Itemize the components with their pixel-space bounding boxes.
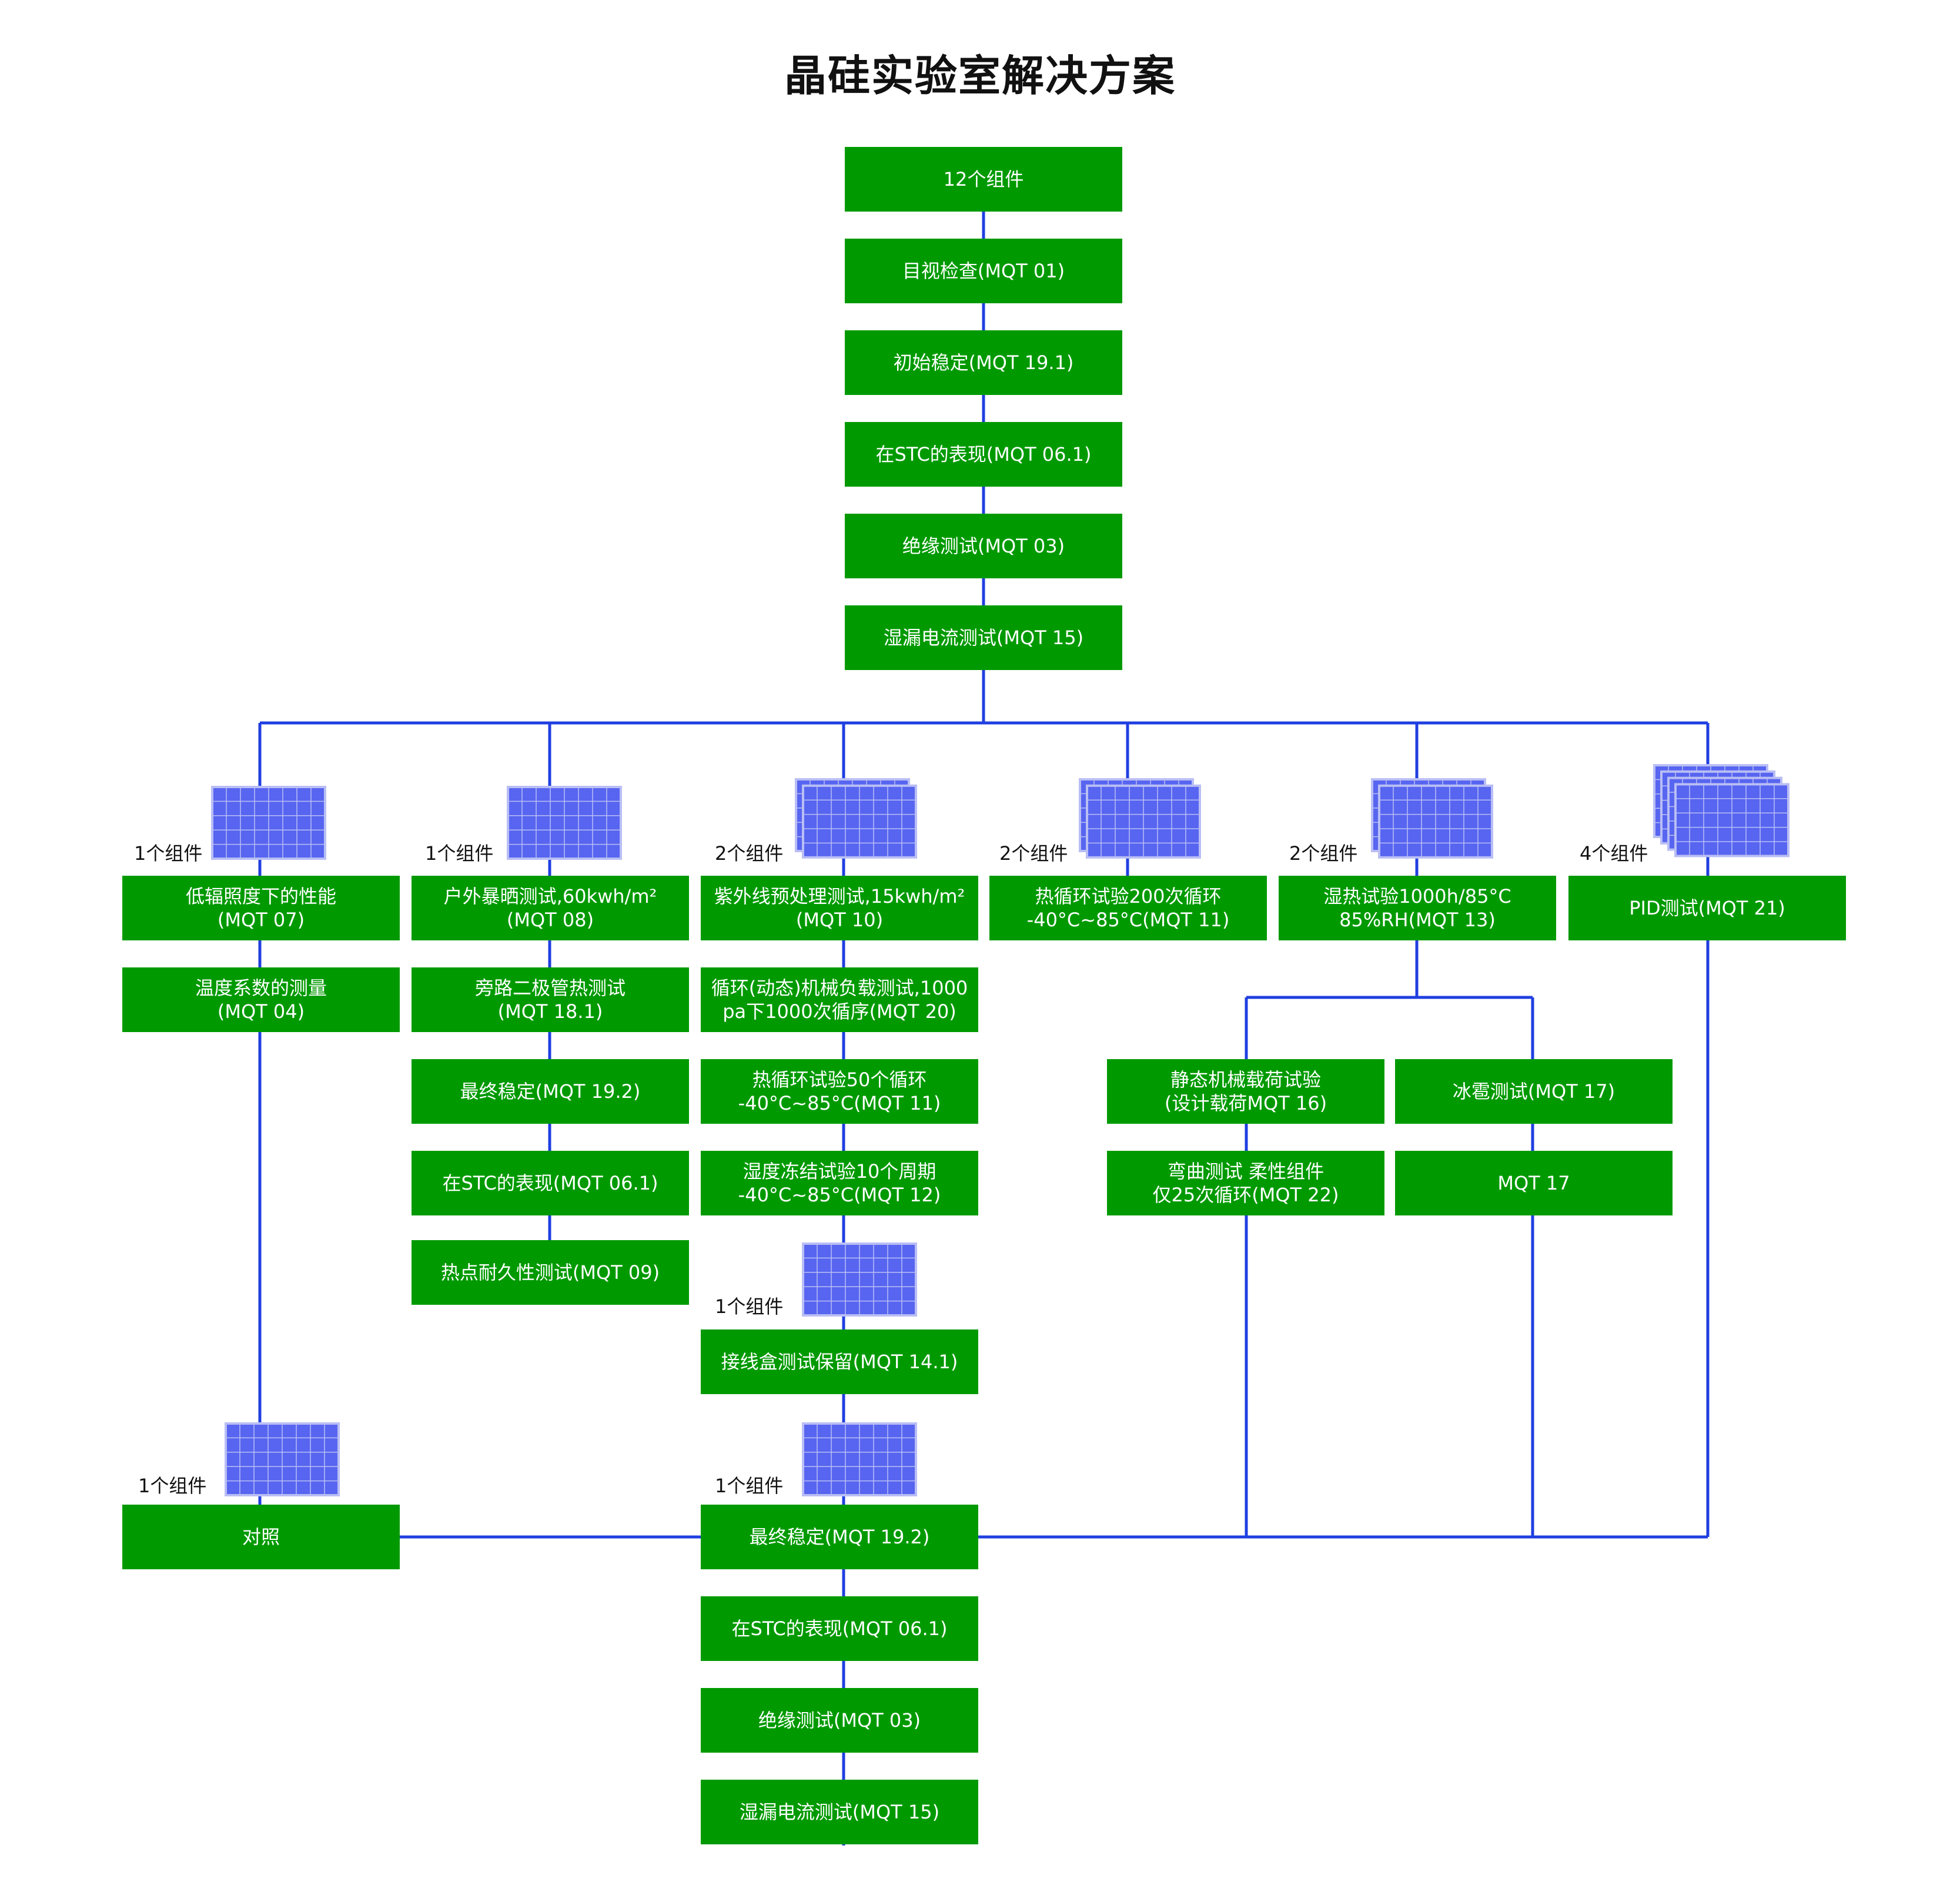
solar-panel-icon: [1371, 778, 1493, 859]
step-box: 低辐照度下的性能 (MQT 07): [122, 876, 400, 940]
module-count-label: 1个组件: [134, 842, 203, 865]
step-box: MQT 17: [1395, 1151, 1673, 1215]
step-box: 紫外线预处理测试,15kwh/m² (MQT 10): [701, 876, 978, 940]
solar-panel-icon: [1653, 764, 1790, 858]
step-box: 湿热试验1000h/85°C 85%RH(MQT 13): [1279, 876, 1556, 940]
solar-panel-icon: [795, 778, 917, 859]
page-title: 晶硅实验室解决方案: [784, 51, 1176, 101]
step-box: 绝缘测试(MQT 03): [845, 514, 1122, 578]
step-box: 最终稳定(MQT 19.2): [701, 1505, 978, 1569]
module-count-label: 1个组件: [715, 1295, 784, 1318]
module-count-label: 2个组件: [999, 842, 1068, 865]
solar-panel-icon: [211, 786, 326, 860]
module-count-label: 1个组件: [138, 1475, 207, 1497]
module-count-label: 2个组件: [1289, 842, 1358, 865]
step-box: 冰雹测试(MQT 17): [1395, 1059, 1673, 1124]
step-box: 湿度冻结试验10个周期 -40°C~85°C(MQT 12): [701, 1151, 978, 1215]
step-box: 在STC的表现(MQT 06.1): [412, 1151, 689, 1215]
step-box: 在STC的表现(MQT 06.1): [845, 422, 1122, 487]
step-box: 最终稳定(MQT 19.2): [412, 1059, 689, 1124]
step-box: 热循环试验200次循环 -40°C~85°C(MQT 11): [989, 876, 1267, 940]
step-box: 绝缘测试(MQT 03): [701, 1688, 978, 1753]
solar-panel-icon: [507, 786, 622, 860]
step-box: 静态机械载荷试验 (设计载荷MQT 16): [1107, 1059, 1384, 1124]
solar-panel-icon: [1079, 778, 1201, 859]
step-box: 湿漏电流测试(MQT 15): [845, 605, 1122, 670]
solar-panel-icon: [802, 1422, 917, 1496]
step-box: 户外暴晒测试,60kwh/m² (MQT 08): [412, 876, 689, 940]
step-box: 温度系数的测量 (MQT 04): [122, 967, 400, 1032]
step-box: 接线盒测试保留(MQT 14.1): [701, 1329, 978, 1394]
step-box: 12个组件: [845, 147, 1122, 212]
module-count-label: 1个组件: [425, 842, 494, 865]
step-box: PID测试(MQT 21): [1568, 876, 1846, 940]
module-count-label: 2个组件: [715, 842, 784, 865]
step-box: 湿漏电流测试(MQT 15): [701, 1780, 978, 1844]
step-box: 热点耐久性测试(MQT 09): [412, 1240, 689, 1305]
step-box: 循环(动态)机械负载测试,1000 pa下1000次循序(MQT 20): [701, 967, 978, 1032]
step-box: 初始稳定(MQT 19.1): [845, 330, 1122, 395]
step-box: 热循环试验50个循环 -40°C~85°C(MQT 11): [701, 1059, 978, 1124]
solar-panel-icon: [802, 1242, 917, 1317]
step-box: 旁路二极管热测试 (MQT 18.1): [412, 967, 689, 1032]
step-box: 目视检查(MQT 01): [845, 239, 1122, 303]
module-count-label: 4个组件: [1580, 842, 1648, 865]
step-box: 在STC的表现(MQT 06.1): [701, 1596, 978, 1661]
control-box: 对照: [122, 1505, 400, 1569]
module-count-label: 1个组件: [715, 1475, 784, 1497]
solar-panel-icon: [225, 1422, 340, 1496]
step-box: 弯曲测试 柔性组件 仅25次循环(MQT 22): [1107, 1151, 1384, 1215]
